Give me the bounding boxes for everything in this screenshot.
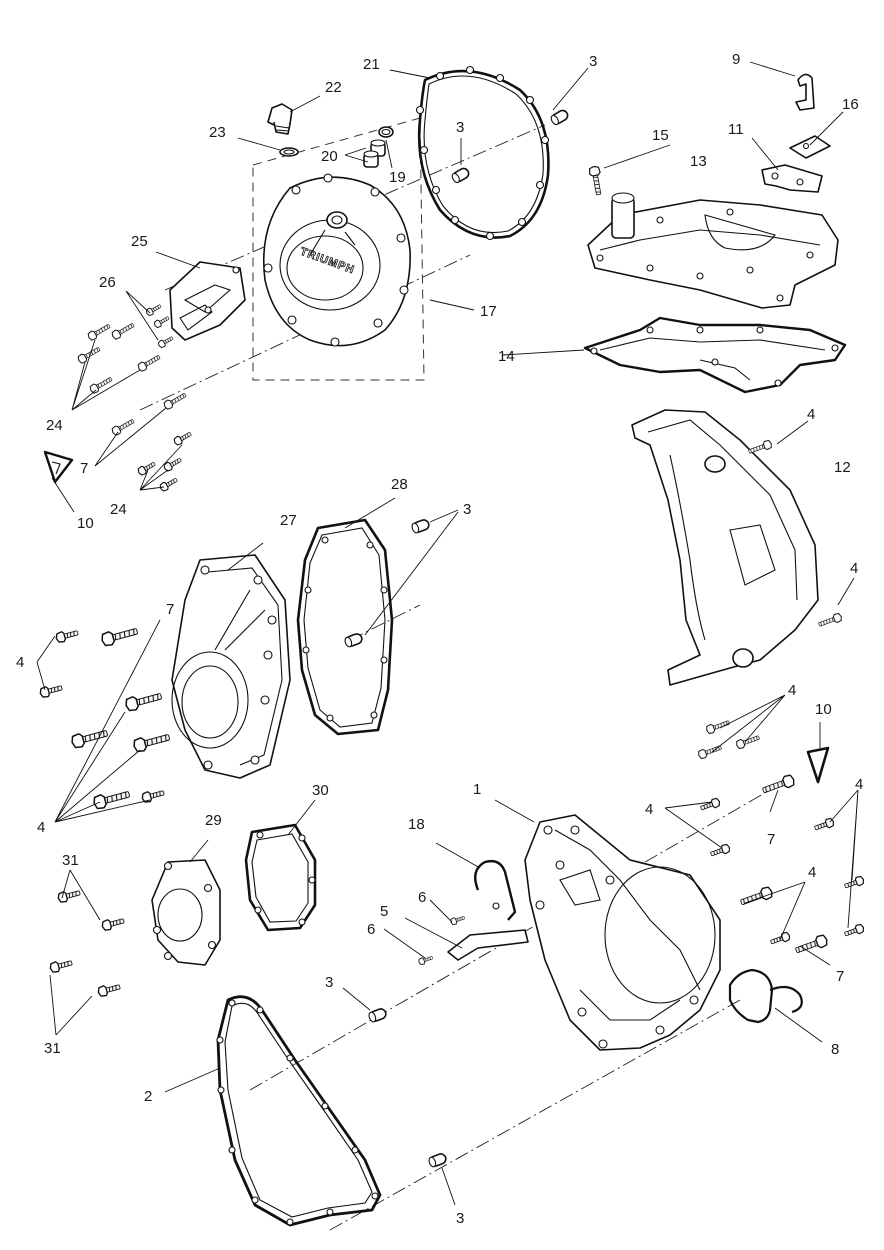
dowel-3-top	[548, 107, 571, 127]
label-5: 5	[380, 903, 388, 920]
label-30: 30	[312, 782, 329, 799]
label-26: 26	[99, 274, 116, 291]
dowel-3-top-mid	[449, 165, 472, 185]
bolts-31	[48, 887, 126, 999]
label-11: 11	[728, 121, 744, 138]
label-12: 12	[834, 459, 851, 476]
label-15: 15	[652, 127, 669, 144]
crankcase-cover-1	[524, 814, 721, 1051]
label-3-e: 3	[456, 1210, 464, 1227]
bracket-8	[728, 968, 803, 1024]
filler-plug-22	[267, 103, 293, 135]
label-24-b: 24	[110, 501, 127, 518]
gasket-14	[583, 316, 847, 394]
label-2: 2	[144, 1088, 152, 1105]
o-ring-23	[279, 147, 299, 157]
cover-assembly-box	[252, 117, 425, 381]
label-7-d: 7	[836, 968, 844, 985]
label-23: 23	[209, 124, 226, 141]
gasket-28	[296, 518, 394, 736]
label-25: 25	[131, 233, 148, 250]
label-10-a: 10	[77, 515, 94, 532]
label-31-b: 31	[44, 1040, 61, 1057]
label-20: 20	[321, 148, 338, 165]
label-3-c: 3	[463, 501, 471, 518]
clutch-cover-17: TRIUMPH	[262, 173, 411, 347]
cover-12	[631, 409, 819, 686]
label-16: 16	[842, 96, 859, 113]
label-4-f: 4	[645, 801, 653, 818]
dowel-3-mid-b	[343, 631, 365, 649]
label-3-b: 3	[456, 119, 464, 136]
label-4-c: 4	[16, 654, 24, 671]
label-22: 22	[325, 79, 342, 96]
label-18: 18	[408, 816, 425, 833]
label-27: 27	[280, 512, 297, 529]
label-4-h: 4	[855, 776, 863, 793]
label-4-e: 4	[788, 682, 796, 699]
label-28: 28	[391, 476, 408, 493]
bracket-5	[447, 929, 529, 961]
bolts-24-lower	[136, 429, 194, 493]
label-13: 13	[690, 153, 707, 170]
label-3-d: 3	[325, 974, 333, 991]
label-7-c: 7	[767, 831, 775, 848]
part-number-labels: 1 2 3 3 3 3 3 4 4 4 4 4 4 4 4 5 6 6 7 7 …	[16, 51, 863, 1227]
bolts-right-lower	[698, 773, 866, 957]
bracket-9	[795, 73, 815, 111]
label-24-a: 24	[46, 417, 63, 434]
guard-25	[169, 261, 246, 341]
clip-18	[474, 859, 517, 921]
gasket-30	[244, 823, 317, 932]
torque-sequence-icon-right	[806, 746, 830, 784]
gasket-21	[415, 65, 550, 241]
label-19: 19	[389, 169, 406, 186]
label-10-b: 10	[815, 701, 832, 718]
torque-sequence-icon-left	[43, 450, 74, 484]
label-4-b: 4	[850, 560, 858, 577]
leader-lines	[36, 61, 859, 1206]
label-3-a: 3	[589, 53, 597, 70]
bracket-11	[761, 164, 823, 193]
label-17: 17	[480, 303, 497, 320]
screws-26	[144, 302, 175, 350]
bolts-left-middle	[38, 623, 172, 811]
label-21: 21	[363, 56, 380, 73]
cover-29	[151, 859, 221, 966]
label-31-a: 31	[62, 852, 79, 869]
gasket-2	[216, 995, 382, 1227]
o-ring-19	[378, 126, 394, 138]
label-7-a: 7	[80, 460, 88, 477]
cover-27	[171, 554, 291, 779]
label-7-b: 7	[166, 601, 174, 618]
label-1: 1	[473, 781, 481, 798]
label-6-a: 6	[418, 889, 426, 906]
label-4-g: 4	[808, 864, 816, 881]
label-29: 29	[205, 812, 222, 829]
label-4-a: 4	[807, 406, 815, 423]
bolt-15	[587, 165, 605, 197]
dowel-3-mid-a	[410, 517, 432, 535]
label-14: 14	[498, 348, 515, 365]
bushes-20	[363, 139, 386, 168]
label-6-b: 6	[367, 921, 375, 938]
bracket-16	[789, 135, 831, 159]
cover-13	[587, 192, 839, 309]
label-9: 9	[732, 51, 740, 68]
label-8: 8	[831, 1041, 839, 1058]
dowel-3-bottom-a	[367, 1006, 389, 1024]
label-4-d: 4	[37, 819, 45, 836]
